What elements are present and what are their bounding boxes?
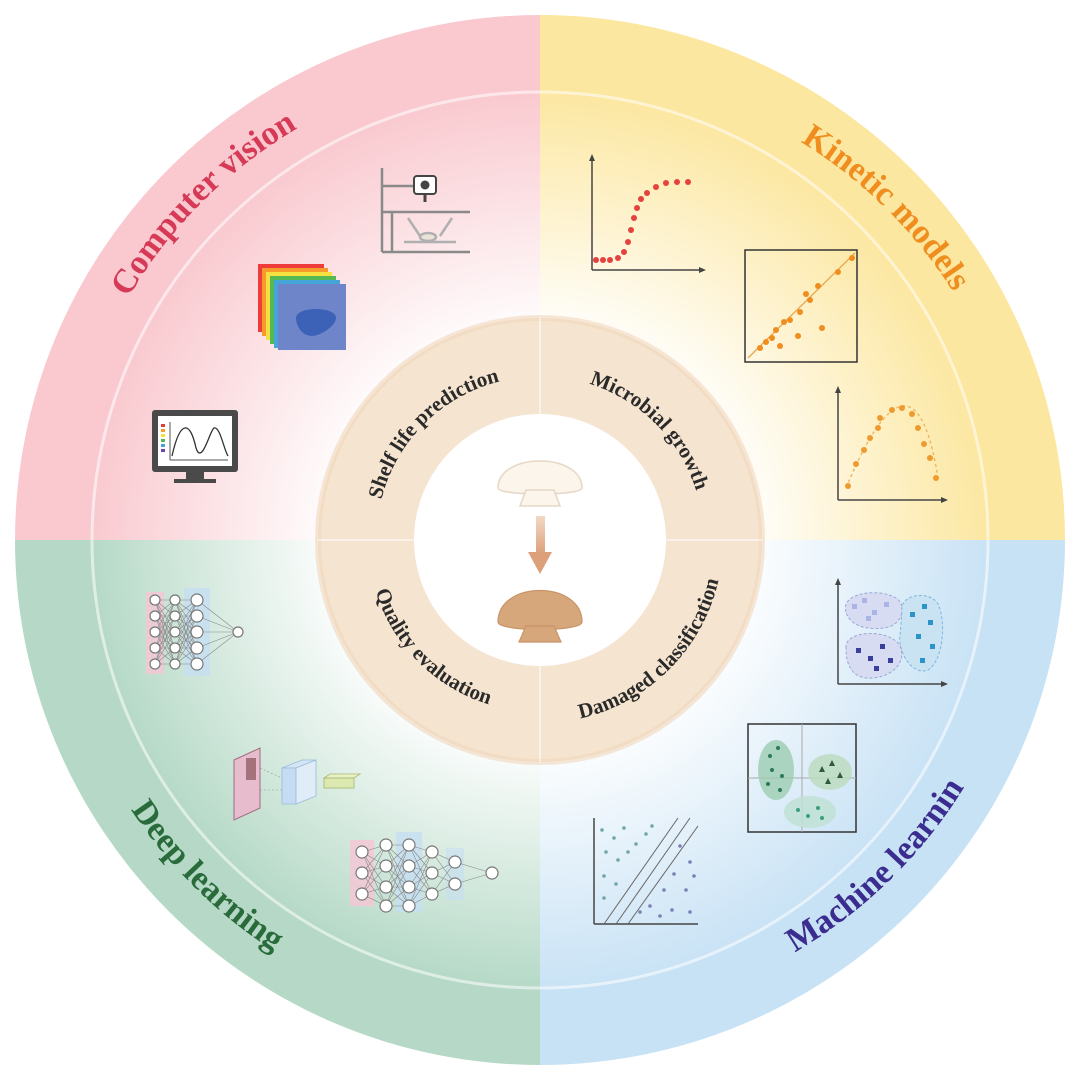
- network-node: [379, 859, 393, 873]
- network-node: [190, 625, 204, 639]
- mushroom-icon: [497, 460, 583, 643]
- network-node: [169, 658, 181, 670]
- network-node: [355, 887, 369, 901]
- network-node: [402, 838, 416, 852]
- network-edge: [154, 599, 176, 649]
- network-edge: [408, 851, 433, 888]
- quadrant-cluster-icon: [747, 723, 857, 833]
- network-node: [190, 593, 204, 607]
- network-node: [169, 610, 181, 622]
- network-node: [149, 610, 161, 622]
- network-edge: [154, 599, 176, 665]
- cnn-icon: [233, 747, 362, 821]
- network-node: [149, 626, 161, 638]
- network-node: [190, 609, 204, 623]
- network-edge: [174, 615, 198, 665]
- network-node: [232, 626, 244, 638]
- network-edge: [196, 631, 239, 665]
- network-edge: [408, 851, 433, 907]
- neural-network-icon: [146, 588, 244, 676]
- network-edge: [154, 599, 176, 633]
- network-node: [448, 877, 462, 891]
- network-node: [379, 880, 393, 894]
- network-node: [485, 866, 499, 880]
- monitor-spectrum-icon: [152, 410, 238, 483]
- network-node: [379, 899, 393, 913]
- cluster-scatter-icon: [835, 578, 948, 687]
- sigmoid-growth-chart-icon: [589, 154, 706, 273]
- network-node: [149, 594, 161, 606]
- network-edge: [385, 844, 410, 888]
- network-node: [425, 887, 439, 901]
- network-node: [425, 866, 439, 880]
- network-node: [425, 845, 439, 859]
- network-node: [402, 859, 416, 873]
- network-node: [190, 641, 204, 655]
- parabola-scatter-icon: [835, 386, 948, 503]
- network-node: [169, 642, 181, 654]
- network-node: [355, 866, 369, 880]
- network-node: [402, 880, 416, 894]
- network-edge: [385, 844, 410, 907]
- network-edge: [196, 599, 239, 633]
- svm-margin-icon: [593, 817, 699, 925]
- network-node: [149, 658, 161, 670]
- network-node: [169, 626, 181, 638]
- hyperspectral-stack-icon: [258, 264, 346, 350]
- network-edge: [361, 872, 387, 907]
- aged-mushroom-icon: [497, 590, 583, 643]
- deep-network-icon: [350, 832, 499, 913]
- network-edge: [174, 599, 198, 649]
- network-edge: [196, 615, 239, 633]
- outer-separator-ring: [90, 90, 990, 990]
- regression-scatter-icon: [744, 249, 858, 363]
- network-edge: [154, 615, 176, 665]
- network-node: [402, 899, 416, 913]
- network-edge: [385, 865, 410, 907]
- network-edge: [154, 631, 176, 665]
- network-node: [448, 855, 462, 869]
- arrow-down-icon: [528, 516, 552, 574]
- network-node: [190, 657, 204, 671]
- network-edge: [361, 851, 387, 907]
- network-node: [355, 845, 369, 859]
- network-node: [169, 594, 181, 606]
- network-edge: [361, 844, 387, 895]
- network-node: [379, 838, 393, 852]
- network-node: [149, 642, 161, 654]
- network-edge: [196, 631, 239, 649]
- fresh-mushroom-icon: [497, 460, 583, 507]
- network-edge: [408, 872, 433, 907]
- camera-rig-icon: [380, 168, 470, 254]
